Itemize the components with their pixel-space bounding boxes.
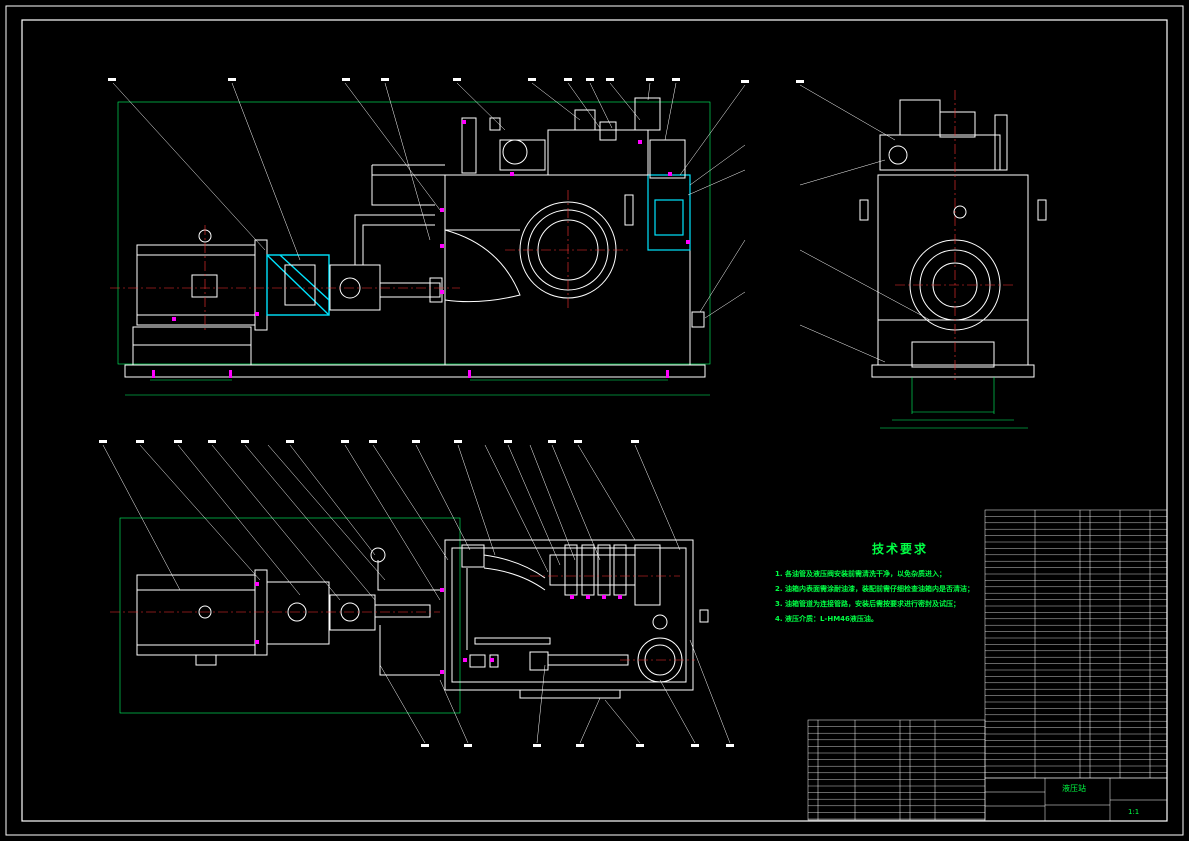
notes-title: 技术要求 — [871, 542, 928, 556]
side-view — [859, 99, 1047, 378]
balloon-ticks — [99, 78, 804, 747]
top-center-lines — [110, 575, 695, 661]
parts-list-right-rows — [985, 516, 1167, 773]
note-line-4: 4. 液压介质：L-HM46液压油。 — [775, 615, 878, 623]
side-leaders — [799, 84, 931, 363]
parts-list-left — [807, 719, 986, 821]
front-view — [117, 97, 711, 396]
title-block — [984, 777, 1168, 822]
title-block-name: 液压站 — [1062, 784, 1086, 793]
title-block-sheet: 1:1 — [1128, 808, 1140, 816]
top-leaders — [102, 444, 731, 744]
note-line-2: 2. 油箱内表面需涂耐油漆，装配前需仔细检查油箱内是否清洁； — [775, 585, 974, 593]
outer-frame — [5, 5, 1184, 836]
inner-frame — [21, 19, 1168, 822]
top-view — [119, 517, 709, 714]
top-markers — [255, 582, 622, 674]
side-center-lines — [895, 90, 1015, 380]
front-markers — [152, 120, 690, 378]
technical-notes: 技术要求 1. 各油管及液压阀安装前需清洗干净，以免杂质进入； 2. 油箱内表面… — [775, 540, 985, 627]
parts-list-right — [984, 509, 1168, 779]
note-line-3: 3. 油箱管道为连接管路，安装后需按要求进行密封及试压； — [775, 600, 960, 608]
note-line-1: 1. 各油管及液压阀安装前需清洗干净，以免杂质进入； — [775, 570, 946, 578]
side-dims — [880, 377, 1028, 429]
parts-list-left-rows — [808, 726, 985, 820]
front-center-lines — [110, 190, 630, 330]
front-leaders — [112, 82, 746, 319]
